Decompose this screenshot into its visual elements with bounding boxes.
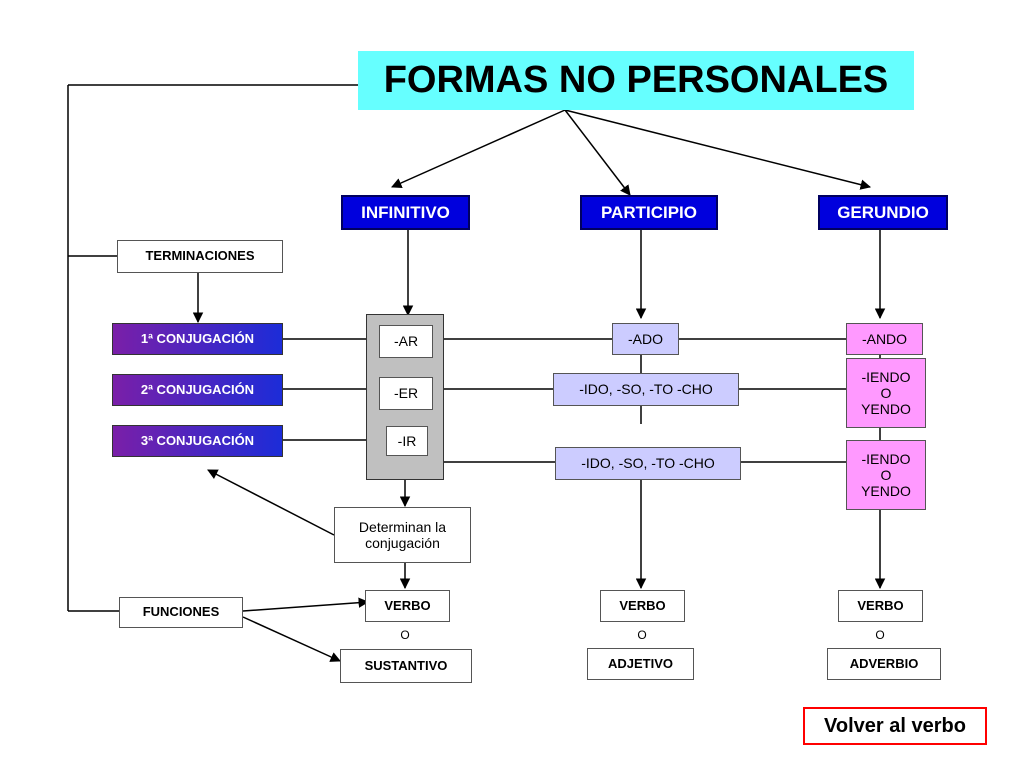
adjetivo-box: ADJETIVO [587, 648, 694, 680]
arrow-determinan-conjugacion [207, 469, 335, 536]
back-to-verb-button[interactable]: Volver al verbo [803, 707, 987, 745]
participio-heading: PARTICIPIO [580, 195, 718, 230]
gerundio-heading: GERUNDIO [818, 195, 948, 230]
conjugacion-1: 1ª CONJUGACIÓN [112, 323, 283, 355]
adverbio-box: ADVERBIO [827, 648, 941, 680]
determinan-box: Determinan la conjugación [334, 507, 471, 563]
conjugacion-3: 3ª CONJUGACIÓN [112, 425, 283, 457]
terminaciones-box: TERMINACIONES [117, 240, 283, 273]
infinitivo-heading: INFINITIVO [341, 195, 470, 230]
participio-verbo: VERBO [600, 590, 685, 622]
gerundio-ending-iendo-3: -IENDO O YENDO [846, 440, 926, 510]
gerundio-ending-ando: -ANDO [846, 323, 923, 355]
o-participio: O [637, 628, 647, 642]
infinitivo-verbo: VERBO [365, 590, 450, 622]
arrow-funciones-sustantivo [242, 616, 341, 662]
arrow-funciones-verbo [242, 597, 370, 612]
participio-ending-ido-3: -IDO, -SO, -TO -CHO [555, 447, 741, 480]
ending-er: -ER [379, 377, 433, 410]
ending-ir: -IR [386, 426, 428, 456]
funciones-box: FUNCIONES [119, 597, 243, 628]
arrow-title-participio [564, 109, 631, 196]
gerundio-ending-iendo-2: -IENDO O YENDO [846, 358, 926, 428]
conjugacion-2: 2ª CONJUGACIÓN [112, 374, 283, 406]
sustantivo-box: SUSTANTIVO [340, 649, 472, 683]
participio-ending-ado: -ADO [612, 323, 679, 355]
o-infinitivo: O [400, 628, 410, 642]
page-title: FORMAS NO PERSONALES [358, 51, 914, 110]
gerundio-verbo: VERBO [838, 590, 923, 622]
participio-ending-ido-2: -IDO, -SO, -TO -CHO [553, 373, 739, 406]
o-gerundio: O [875, 628, 885, 642]
ending-ar: -AR [379, 325, 433, 358]
arrow-title-infinitivo [391, 109, 566, 188]
arrow-title-gerundio [564, 109, 872, 190]
